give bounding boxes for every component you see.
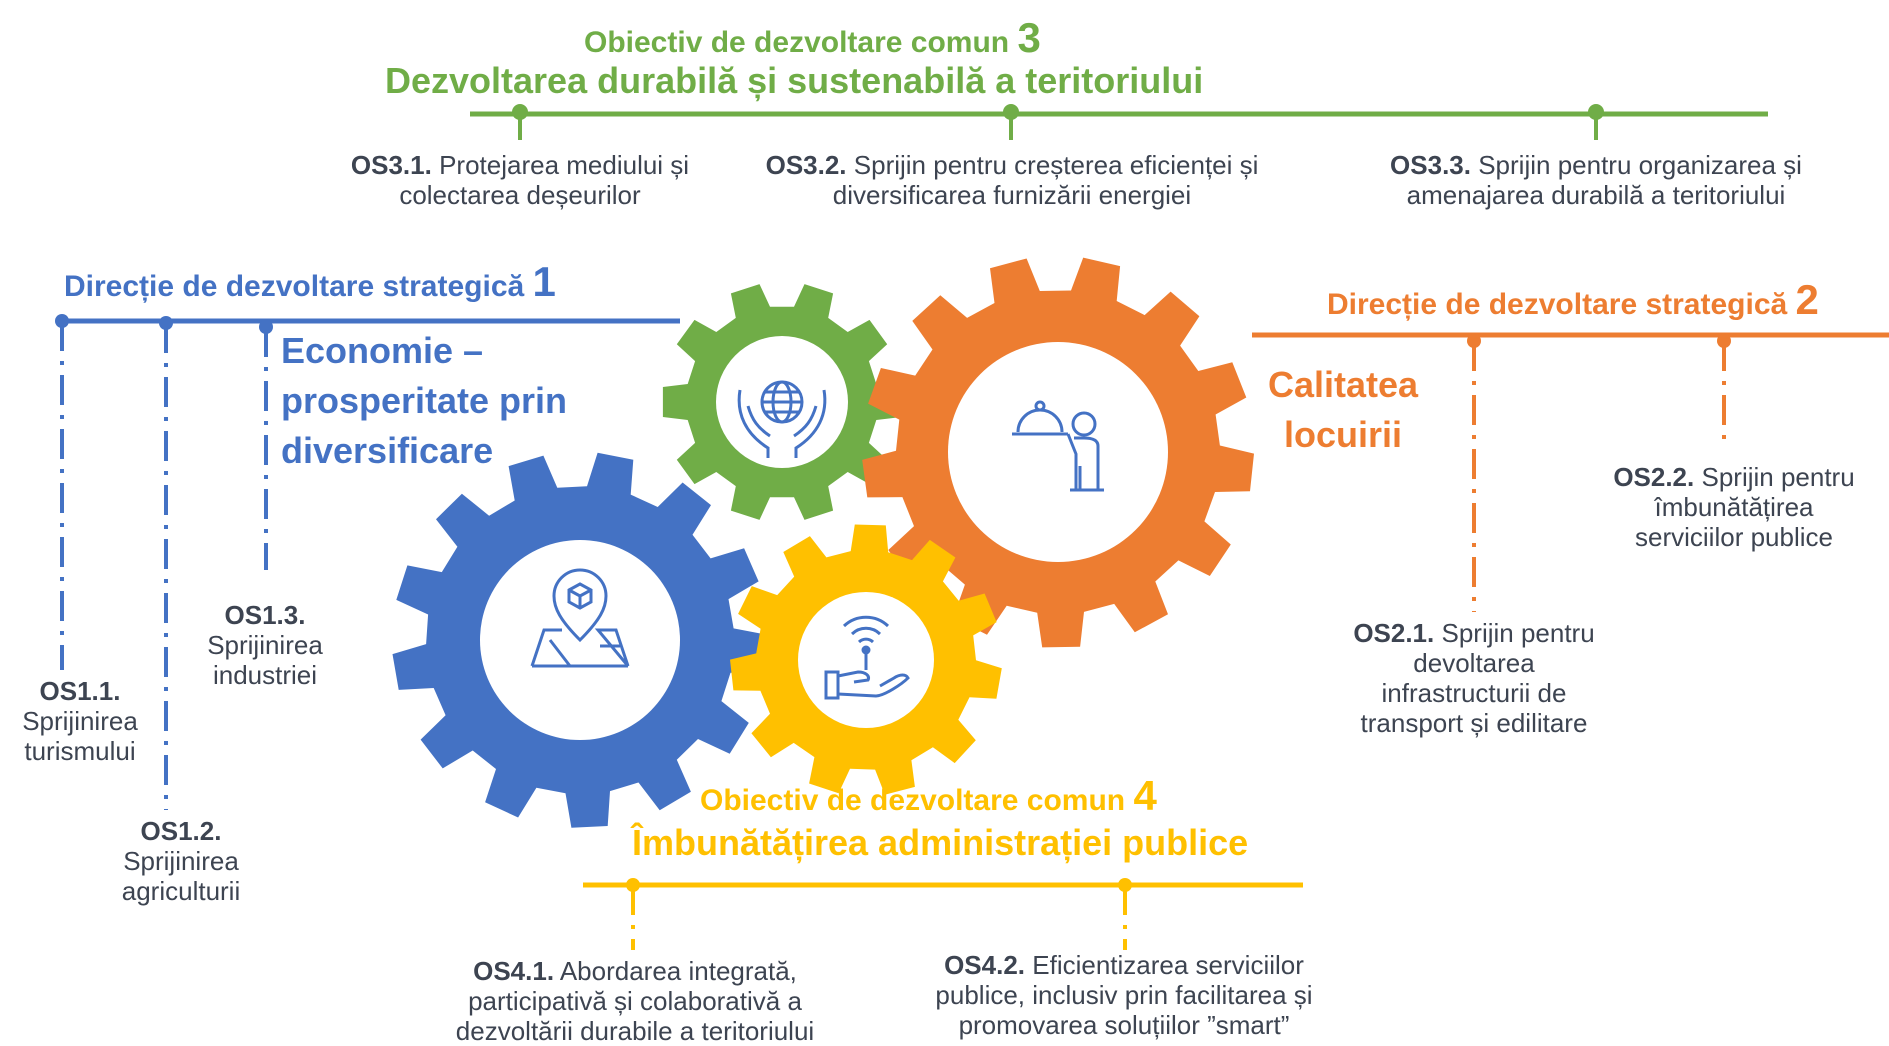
os1-3-line1: Sprijinirea (207, 630, 323, 660)
os3-2: OS3.2. Sprijin pentru creșterea eficienț… (736, 150, 1288, 210)
os1-2-line1: Sprijinirea (123, 846, 239, 876)
os1-3-code: OS1.3. (224, 600, 306, 630)
os4-1-line1-text: Abordarea integrată, (559, 956, 797, 986)
dir1-number: 1 (532, 258, 556, 305)
os1-2: OS1.2. Sprijinirea agriculturii (101, 816, 261, 906)
os3-2-code: OS3.2. (765, 150, 847, 180)
os1-1-line1: Sprijinirea (22, 706, 138, 736)
os3-3: OS3.3. Sprijin pentru organizarea și ame… (1364, 150, 1828, 210)
globe-hands-icon (737, 380, 827, 458)
os2-1-line1-text: Sprijin pentru (1441, 618, 1595, 648)
os2-2: OS2.2. Sprijin pentru îmbunătățirea serv… (1584, 462, 1884, 552)
os3-2-line1: Sprijin pentru creșterea eficienței și (853, 150, 1259, 180)
os4-2: OS4.2. Eficientizarea serviciilor public… (894, 950, 1354, 1040)
os2-1-code: OS2.1. (1353, 618, 1435, 648)
os4-1-code: OS4.1. (473, 956, 555, 986)
os4-2-line1-text: Eficientizarea serviciilor (1032, 950, 1304, 980)
os3-3-code: OS3.3. (1390, 150, 1471, 180)
dir1-title-line1: Economie – (281, 330, 484, 371)
dir1-connector (55, 314, 680, 810)
os2-2-code: OS2.2. (1613, 462, 1695, 492)
os2-2-line3: serviciilor publice (1635, 522, 1833, 552)
obj4-heading: Obiectiv de dezvoltare comun 4 (700, 772, 1157, 820)
waiter-cloche-icon (1012, 400, 1104, 492)
os1-1-code: OS1.1. (39, 676, 121, 706)
os3-3-line1: Sprijin pentru organizarea și (1478, 150, 1802, 180)
dir2-title-line2: locuirii (1283, 414, 1403, 455)
dir1-title: Economie – prosperitate prin diversifica… (281, 326, 567, 476)
dir1-title-line2: prosperitate prin (281, 380, 568, 421)
orange-gear (862, 257, 1254, 648)
os3-1-code: OS3.1. (350, 150, 432, 180)
obj4-prefix: Obiectiv de dezvoltare comun (700, 784, 1126, 817)
obj4-title: Îmbunătățirea administrației publice (632, 822, 1249, 863)
dir1-prefix: Direcție de dezvoltare strategică (64, 270, 525, 303)
dir2-title-line1: Calitatea (1267, 364, 1419, 405)
os4-2-code: OS4.2. (944, 950, 1026, 980)
os3-2-line2: diversificarea furnizării energiei (832, 180, 1192, 210)
os1-2-line2: agriculturii (121, 876, 241, 906)
os2-1-line2: devoltarea (1413, 648, 1535, 678)
os2-1: OS2.1. Sprijin pentru devoltarea infrast… (1324, 618, 1624, 738)
dir2-prefix: Direcție de dezvoltare strategică (1327, 288, 1788, 321)
os1-3: OS1.3. Sprijinirea industriei (185, 600, 345, 690)
os4-1-line3: dezvoltării durabile a teritoriului (455, 1016, 815, 1046)
os4-2-line1: OS4.2. Eficientizarea serviciilor (894, 950, 1354, 980)
wireless-hand-icon (824, 615, 910, 700)
os2-2-line1: OS2.2. Sprijin pentru (1584, 462, 1884, 492)
os3-1-line2: colectarea deșeurilor (399, 180, 641, 210)
os4-1: OS4.1. Abordarea integrată, participativ… (420, 956, 850, 1046)
dir2-heading: Direcție de dezvoltare strategică 2 (1327, 276, 1819, 324)
os3-1: OS3.1. Protejarea mediului și colectarea… (328, 150, 712, 210)
orange-gear-hub (948, 342, 1168, 562)
obj3-heading: Obiectiv de dezvoltare comun 3 (584, 14, 1041, 62)
obj3-title: Dezvoltarea durabilă și sustenabilă a te… (385, 60, 1204, 101)
os1-2-code: OS1.2. (140, 816, 222, 846)
os4-2-line2: publice, inclusiv prin facilitarea și (935, 980, 1313, 1010)
os4-1-line2: participativă și colaborativă a (468, 986, 802, 1016)
os3-3-line2: amenajarea durabilă a teritoriului (1406, 180, 1786, 210)
obj4-connector (583, 878, 1303, 950)
os4-2-line3: promovarea soluțiilor ”smart” (958, 1010, 1290, 1040)
os1-1-line2: turismului (24, 736, 136, 766)
obj3-prefix: Obiectiv de dezvoltare comun (584, 26, 1010, 59)
map-location-icon (530, 568, 630, 668)
obj4-number: 4 (1133, 772, 1157, 819)
dir2-title: Calitatea locuirii (1253, 360, 1433, 460)
dir1-title-line3: diversificare (281, 430, 494, 471)
dir2-number: 2 (1795, 276, 1819, 323)
os2-2-line1-text: Sprijin pentru (1701, 462, 1855, 492)
dir1-heading: Direcție de dezvoltare strategică 1 (64, 258, 556, 306)
os2-1-line1: OS2.1. Sprijin pentru (1324, 618, 1624, 648)
dir2-connector (1252, 332, 1889, 612)
os2-1-line3: infrastructurii de (1381, 678, 1567, 708)
os2-2-line2: îmbunătățirea (1654, 492, 1814, 522)
os1-1: OS1.1. Sprijinirea turismului (0, 676, 160, 766)
os2-1-line4: transport și edilitare (1360, 708, 1588, 738)
os4-1-line1: OS4.1. Abordarea integrată, (420, 956, 850, 986)
os1-3-line2: industriei (212, 660, 318, 690)
obj3-number: 3 (1017, 14, 1041, 61)
os3-1-line1: Protejarea mediului și (439, 150, 690, 180)
obj3-connector (470, 104, 1768, 140)
